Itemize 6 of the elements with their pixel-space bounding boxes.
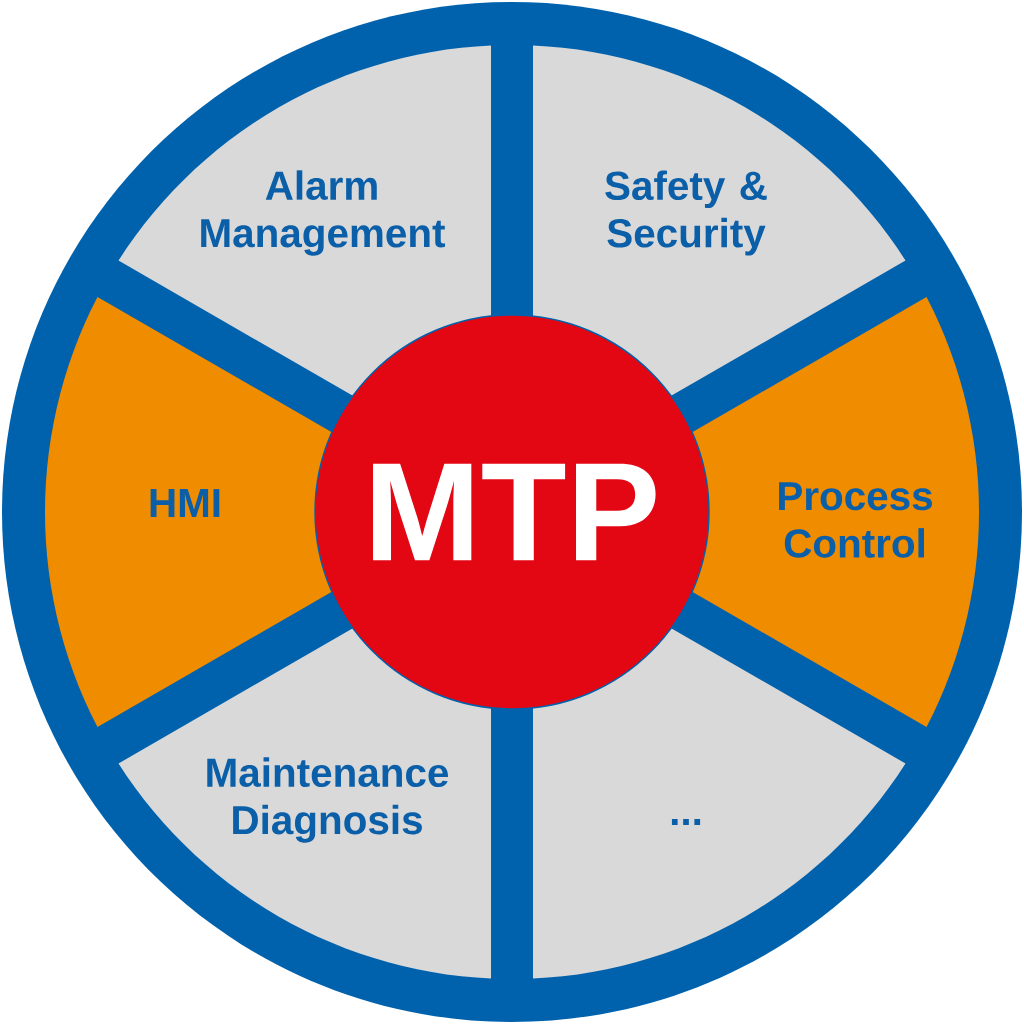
wheel-segment: ...	[533, 628, 906, 979]
wheel-segment: Alarm Management	[118, 45, 491, 396]
wheel-segment: Maintenance Diagnosis	[118, 628, 491, 979]
wheel-segment: Process Control	[692, 296, 979, 728]
wheel-segment: Safety & Security	[533, 45, 906, 396]
wheel-segment: HMI	[45, 296, 332, 728]
